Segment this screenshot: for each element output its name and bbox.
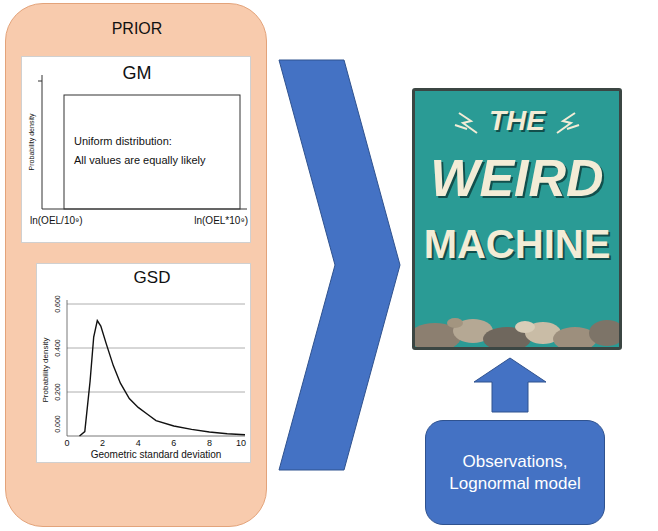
chevron-arrow xyxy=(279,60,400,470)
plot-label: 10 xyxy=(236,438,246,448)
prior-group: PRIOR GM Probability density Uniform distr… xyxy=(5,3,267,527)
plot-label: Uniform distribution: xyxy=(74,135,172,148)
axis-label: Probability density xyxy=(28,114,36,171)
plot-label: 6 xyxy=(171,438,176,448)
plot-label: ln(OEL/10⁹) xyxy=(30,215,83,227)
plot-label: 2 xyxy=(100,438,105,448)
axis-label: 0.400 xyxy=(54,339,62,357)
plot-label: ln(OEL*10⁹) xyxy=(194,215,248,227)
group-title: PRIOR xyxy=(112,20,163,38)
plot-label: 8 xyxy=(207,438,212,448)
panel-title: GM xyxy=(123,63,152,84)
axis-label: 0.600 xyxy=(54,295,62,313)
sign-word: WEIRD xyxy=(430,149,603,209)
axis-label: 0.200 xyxy=(54,383,62,401)
plot-label: Geometric standard deviation xyxy=(91,449,222,461)
machine-sign: THE WEIRD MACHINE xyxy=(412,88,622,350)
density-plot xyxy=(37,264,252,464)
observations-box: Observations, Lognormal model xyxy=(425,420,605,525)
box-text: Observations, Lognormal model xyxy=(438,451,592,494)
plot-label: 4 xyxy=(136,438,141,448)
axis-label: 0.000 xyxy=(54,415,62,433)
sign-word: THE xyxy=(489,105,545,137)
gm-plot-panel: GM Probability density Uniform distributio… xyxy=(21,56,251,243)
panel-title: GSD xyxy=(134,268,171,288)
plot-label: 0 xyxy=(64,438,69,448)
plot-label: All values are equally likely xyxy=(74,154,205,167)
sign-word: MACHINE xyxy=(424,221,611,267)
gsd-plot-panel: GSD 0.600 0.400 0.200 0.000 Probability densi… xyxy=(36,263,251,463)
axis-label: Probability density xyxy=(41,338,50,403)
block-arrow xyxy=(474,358,546,412)
